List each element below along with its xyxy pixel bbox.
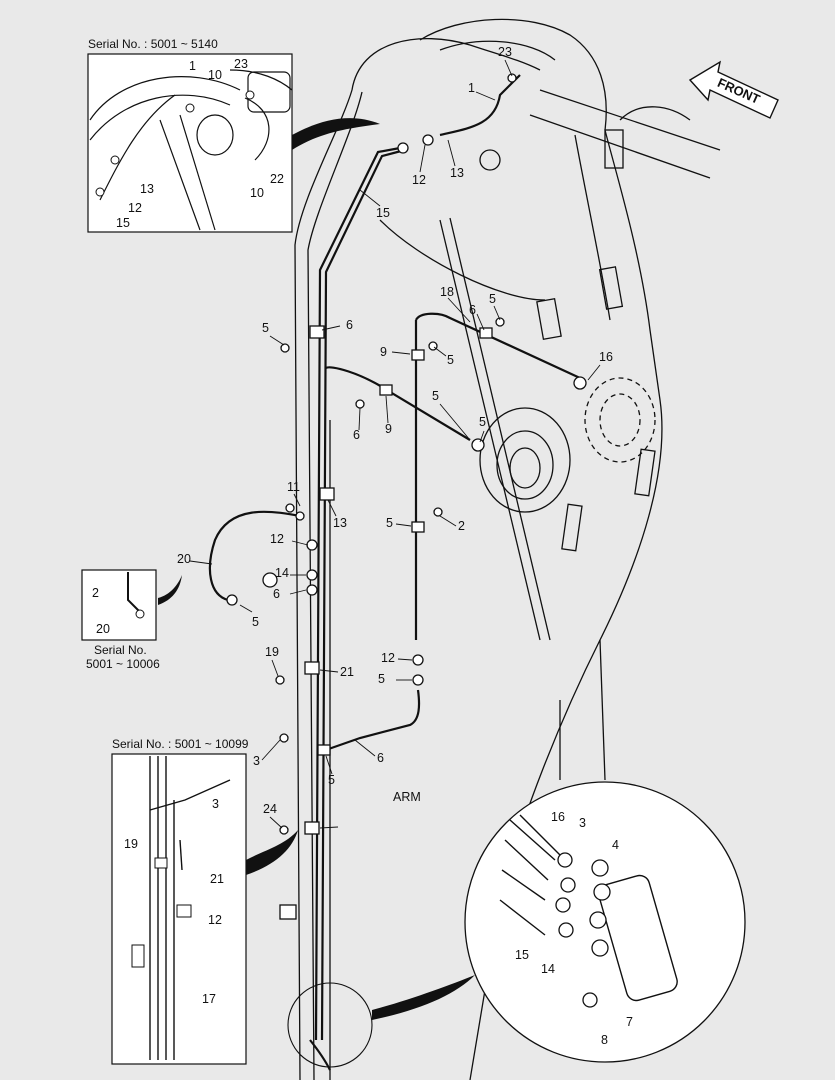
inset-label: 21 — [210, 872, 224, 886]
callout-label: 6 — [273, 587, 280, 601]
bundle-highlight-circle — [287, 982, 373, 1068]
callout-label: 12 — [381, 651, 395, 665]
main-callout-labels: 23 1 12 13 15 18 5 6 5 6 5 9 16 5 6 9 5 … — [177, 45, 613, 816]
detail-label: 14 — [541, 962, 555, 976]
callout-label: 19 — [265, 645, 279, 659]
inset-label: 3 — [212, 797, 219, 811]
inset-label: 2 — [92, 586, 99, 600]
inset-left-detail: 2 20 Serial No. 5001 ~ 10006 — [81, 569, 182, 671]
inset-label: 12 — [208, 913, 222, 927]
callout-label: 18 — [440, 285, 454, 299]
inset-label: 20 — [96, 622, 110, 636]
leader-lines — [189, 59, 601, 829]
pointer-arrow — [372, 975, 475, 1020]
callout-label: 5 — [479, 415, 486, 429]
callout-label: 20 — [177, 552, 191, 566]
detail-label: 8 — [601, 1033, 608, 1047]
callout-label: 1 — [468, 81, 475, 95]
callout-label: 6 — [353, 428, 360, 442]
inset-top-caption: Serial No. : 5001 ~ 5140 — [88, 37, 218, 51]
callout-label: 5 — [378, 672, 385, 686]
callout-label: 6 — [346, 318, 353, 332]
detail-label: 7 — [626, 1015, 633, 1029]
inset-label: 19 — [124, 837, 138, 851]
front-arrow: FRONT — [688, 60, 779, 119]
callout-label: 2 — [458, 519, 465, 533]
callout-label: 5 — [252, 615, 259, 629]
inset-label: 17 — [202, 992, 216, 1006]
callout-label: 6 — [377, 751, 384, 765]
pointer-arrow — [158, 575, 182, 605]
detail-label: 3 — [579, 816, 586, 830]
inset-left-frame — [81, 569, 157, 641]
inset-left-caption-2: 5001 ~ 10006 — [86, 657, 160, 671]
inset-left-caption-1: Serial No. — [94, 643, 147, 657]
callout-label: 5 — [432, 389, 439, 403]
inset-bottom-detail: Serial No. : 5001 ~ 10099 3 19 21 12 17 — [111, 737, 298, 1065]
detail-label: 16 — [551, 810, 565, 824]
arm-structure — [294, 18, 721, 1080]
inset-label: 15 — [116, 216, 130, 230]
hydraulic-pipes — [208, 74, 581, 1071]
inset-label: 1 — [189, 59, 196, 73]
inset-label: 10 — [208, 68, 222, 82]
callout-label: 5 — [447, 353, 454, 367]
pointer-arrow — [292, 118, 380, 150]
callout-label: 12 — [412, 173, 426, 187]
pointer-arrow — [246, 830, 298, 875]
callout-label: 16 — [599, 350, 613, 364]
inset-label: 22 — [270, 172, 284, 186]
callout-label: 12 — [270, 532, 284, 546]
callout-label: 23 — [498, 45, 512, 59]
callout-label: 9 — [380, 345, 387, 359]
inset-circle-detail: 16 3 4 15 14 7 8 — [287, 781, 746, 1068]
callout-label: 5 — [489, 292, 496, 306]
callout-label: 13 — [333, 516, 347, 530]
callout-label: 13 — [450, 166, 464, 180]
arm-label: ARM — [393, 790, 421, 804]
inset-label: 10 — [250, 186, 264, 200]
inset-top-frame — [87, 53, 293, 233]
callout-label: 15 — [376, 206, 390, 220]
callout-label: 9 — [385, 422, 392, 436]
callout-label: 5 — [328, 773, 335, 787]
callout-label: 24 — [263, 802, 277, 816]
callout-label: 5 — [262, 321, 269, 335]
detail-label: 4 — [612, 838, 619, 852]
callout-label: 11 — [287, 480, 300, 494]
callout-label: 5 — [386, 516, 393, 530]
inset-bottom-caption: Serial No. : 5001 ~ 10099 — [112, 737, 249, 751]
inset-label: 23 — [234, 57, 248, 71]
callout-label: 14 — [275, 566, 289, 580]
callout-label: 6 — [469, 303, 476, 317]
callout-label: 21 — [340, 665, 354, 679]
inset-label: 12 — [128, 201, 142, 215]
inset-top-detail: Serial No. : 5001 ~ 5140 1 10 23 13 12 1… — [87, 37, 380, 233]
callout-label: 3 — [253, 754, 260, 768]
detail-label: 15 — [515, 948, 529, 962]
inset-label: 13 — [140, 182, 154, 196]
